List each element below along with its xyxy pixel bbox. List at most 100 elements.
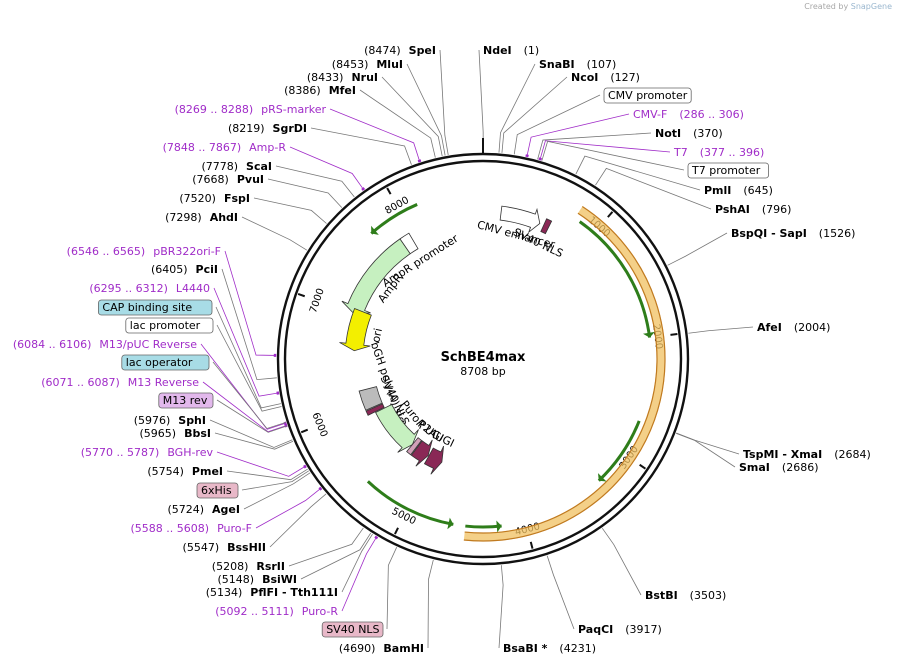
leader-pbr322ori-f	[224, 250, 277, 356]
label-prs-marker[interactable]: (8269 .. 8288)pRS-marker	[175, 103, 327, 116]
leader-pvui	[267, 178, 343, 208]
leader-bspqi-sapi	[667, 232, 728, 266]
leader-ndei	[478, 49, 484, 153]
label-sgrdi[interactable]: (8219)SgrDI	[228, 122, 307, 135]
primer-name: Amp-R	[249, 141, 286, 154]
label-t7-promoter[interactable]: T7 promoter	[687, 162, 769, 179]
site-position: (7520)	[179, 192, 216, 205]
label-mfei[interactable]: (8386)MfeI	[284, 84, 356, 97]
label-amp-r[interactable]: (7848 .. 7867)Amp-R	[163, 141, 287, 154]
label-bstbi[interactable]: BstBI(3503)	[645, 589, 726, 602]
label-scai[interactable]: (7778)ScaI	[201, 160, 272, 173]
site-name: BstBI	[645, 589, 678, 602]
site-text: (5976)SphI	[134, 414, 206, 427]
label-6xhis[interactable]: 6xHis	[196, 482, 239, 499]
feature-puror	[375, 403, 419, 453]
site-name: NcoI	[571, 71, 598, 84]
primer-range: (5588 .. 5608)	[131, 522, 210, 535]
label-ncoi[interactable]: NcoI(127)	[571, 71, 640, 84]
primer-range: (5092 .. 5111)	[215, 605, 294, 618]
label-cap-binding-site[interactable]: CAP binding site	[98, 299, 213, 316]
label-bsshii[interactable]: (5547)BssHII	[183, 541, 266, 554]
leader-sv40-nls	[386, 546, 398, 630]
site-text: (4690)BamHI	[339, 642, 424, 655]
label-bspqi-sapi[interactable]: BspQI - SapI(1526)	[731, 227, 855, 240]
label-pshai[interactable]: PshAI(796)	[715, 203, 791, 216]
site-text: (7520)FspI	[179, 192, 250, 205]
label-sv40-nls[interactable]: SV40 NLS	[321, 621, 384, 638]
leader-sgrdi	[310, 127, 412, 165]
label-pmli[interactable]: PmlI(645)	[704, 184, 773, 197]
label-snabi[interactable]: SnaBI(107)	[539, 58, 616, 71]
primer-name: pBR322ori-F	[153, 245, 221, 258]
site-text: PmlI(645)	[704, 184, 773, 197]
site-text: (7668)PvuI	[192, 173, 264, 186]
leader-prs-marker	[329, 108, 421, 163]
site-name: BsaBI *	[503, 642, 548, 655]
primer-text: T7(377 .. 396)	[673, 146, 764, 159]
primer-name: L4440	[176, 282, 210, 295]
label-rsrii[interactable]: (5208)RsrII	[212, 560, 285, 573]
label-lac-operator[interactable]: lac operator	[121, 354, 210, 371]
feature-label-box	[603, 87, 692, 104]
scale-label: 7000	[308, 287, 327, 315]
leader-spei	[439, 49, 449, 156]
label-l4440[interactable]: (6295 .. 6312) L4440	[89, 282, 210, 295]
leader-m13-reverse	[202, 381, 288, 433]
label-paqci[interactable]: PaqCI(3917)	[578, 623, 662, 636]
label-pmei[interactable]: (5754)PmeI	[147, 465, 223, 478]
label-cmv-f[interactable]: CMV-F(286 .. 306)	[633, 108, 744, 121]
label-tspmi-xmai[interactable]: TspMI - XmaI(2684)	[743, 448, 871, 461]
leader-pmei	[226, 468, 308, 481]
orf-arrow-head	[496, 520, 502, 533]
label-pvui[interactable]: (7668)PvuI	[192, 173, 264, 186]
label-noti[interactable]: NotI(370)	[655, 127, 723, 140]
label-ndei[interactable]: NdeI(1)	[483, 44, 539, 57]
label-afei[interactable]: AfeI(2004)	[757, 321, 830, 334]
label-pcii[interactable]: (6405)PciI	[151, 263, 218, 276]
primer-range: (6295 .. 6312)	[89, 282, 168, 295]
label-puro-f[interactable]: (5588 .. 5608)Puro-F	[131, 522, 253, 535]
site-text: (5547)BssHII	[183, 541, 266, 554]
site-text: BsaBI * (4231)	[503, 642, 596, 655]
site-name: AfeI	[757, 321, 782, 334]
leader-bstbi	[601, 527, 642, 596]
label-pflfi-tth111i[interactable]: (5134)PflFI - Tth111I	[206, 586, 338, 599]
label-bbsi[interactable]: (5965)BbsI	[140, 427, 211, 440]
label-t7[interactable]: T7(377 .. 396)	[673, 146, 764, 159]
primer-mark	[525, 154, 529, 158]
label-spei[interactable]: (8474)SpeI	[364, 44, 436, 57]
label-m13-reverse[interactable]: (6071 .. 6087)M13 Reverse	[41, 376, 199, 389]
site-position: (4231)	[559, 642, 596, 655]
leader-cap-binding-site	[215, 306, 281, 409]
feature-box-text: T7 promoter	[691, 164, 761, 177]
label-agei[interactable]: (5724)AgeI	[167, 503, 240, 516]
label-pbr322ori-f[interactable]: (6546 .. 6565)pBR322ori-F	[67, 245, 221, 258]
feature-box-text: SV40 NLS	[326, 623, 379, 636]
label-bgh-rev[interactable]: (5770 .. 5787)BGH-rev	[81, 446, 214, 459]
label-sphi[interactable]: (5976)SphI	[134, 414, 206, 427]
label-bsabi-[interactable]: BsaBI * (4231)	[503, 642, 596, 655]
site-text: BstBI(3503)	[645, 589, 726, 602]
label-lac-promoter[interactable]: lac promoter	[125, 317, 214, 334]
leader-nrui	[381, 76, 443, 157]
label-smai[interactable]: SmaI(2686)	[739, 461, 818, 474]
label-bsiwi[interactable]: (5148)BsiWI	[217, 573, 297, 586]
leader-tspmi-xmai	[676, 432, 740, 455]
label-m13-puc-reverse[interactable]: (6084 .. 6106)M13/pUC Reverse	[13, 338, 197, 351]
orf-arrow-head	[371, 225, 379, 235]
feature-sv40-nls-2	[365, 403, 385, 416]
site-name: NruI	[351, 71, 378, 84]
label-ahdi[interactable]: (7298)AhdI	[165, 211, 238, 224]
label-m13-rev[interactable]: M13 rev	[158, 392, 214, 409]
primer-text: (6295 .. 6312) L4440	[89, 282, 210, 295]
label-mlui[interactable]: (8453)MluI	[332, 58, 403, 71]
leader-scai	[275, 165, 355, 198]
label-nrui[interactable]: (8433)NruI	[307, 71, 378, 84]
label-puro-r[interactable]: (5092 .. 5111)Puro-R	[215, 605, 338, 618]
site-text: PaqCI(3917)	[578, 623, 662, 636]
label-fspi[interactable]: (7520)FspI	[179, 192, 250, 205]
label-bamhi[interactable]: (4690)BamHI	[339, 642, 424, 655]
label-cmv-promoter[interactable]: CMV promoter	[603, 87, 692, 104]
site-labels: NdeI(1)SnaBI(107)NcoI(127) CMV promoterCM…	[13, 44, 871, 655]
